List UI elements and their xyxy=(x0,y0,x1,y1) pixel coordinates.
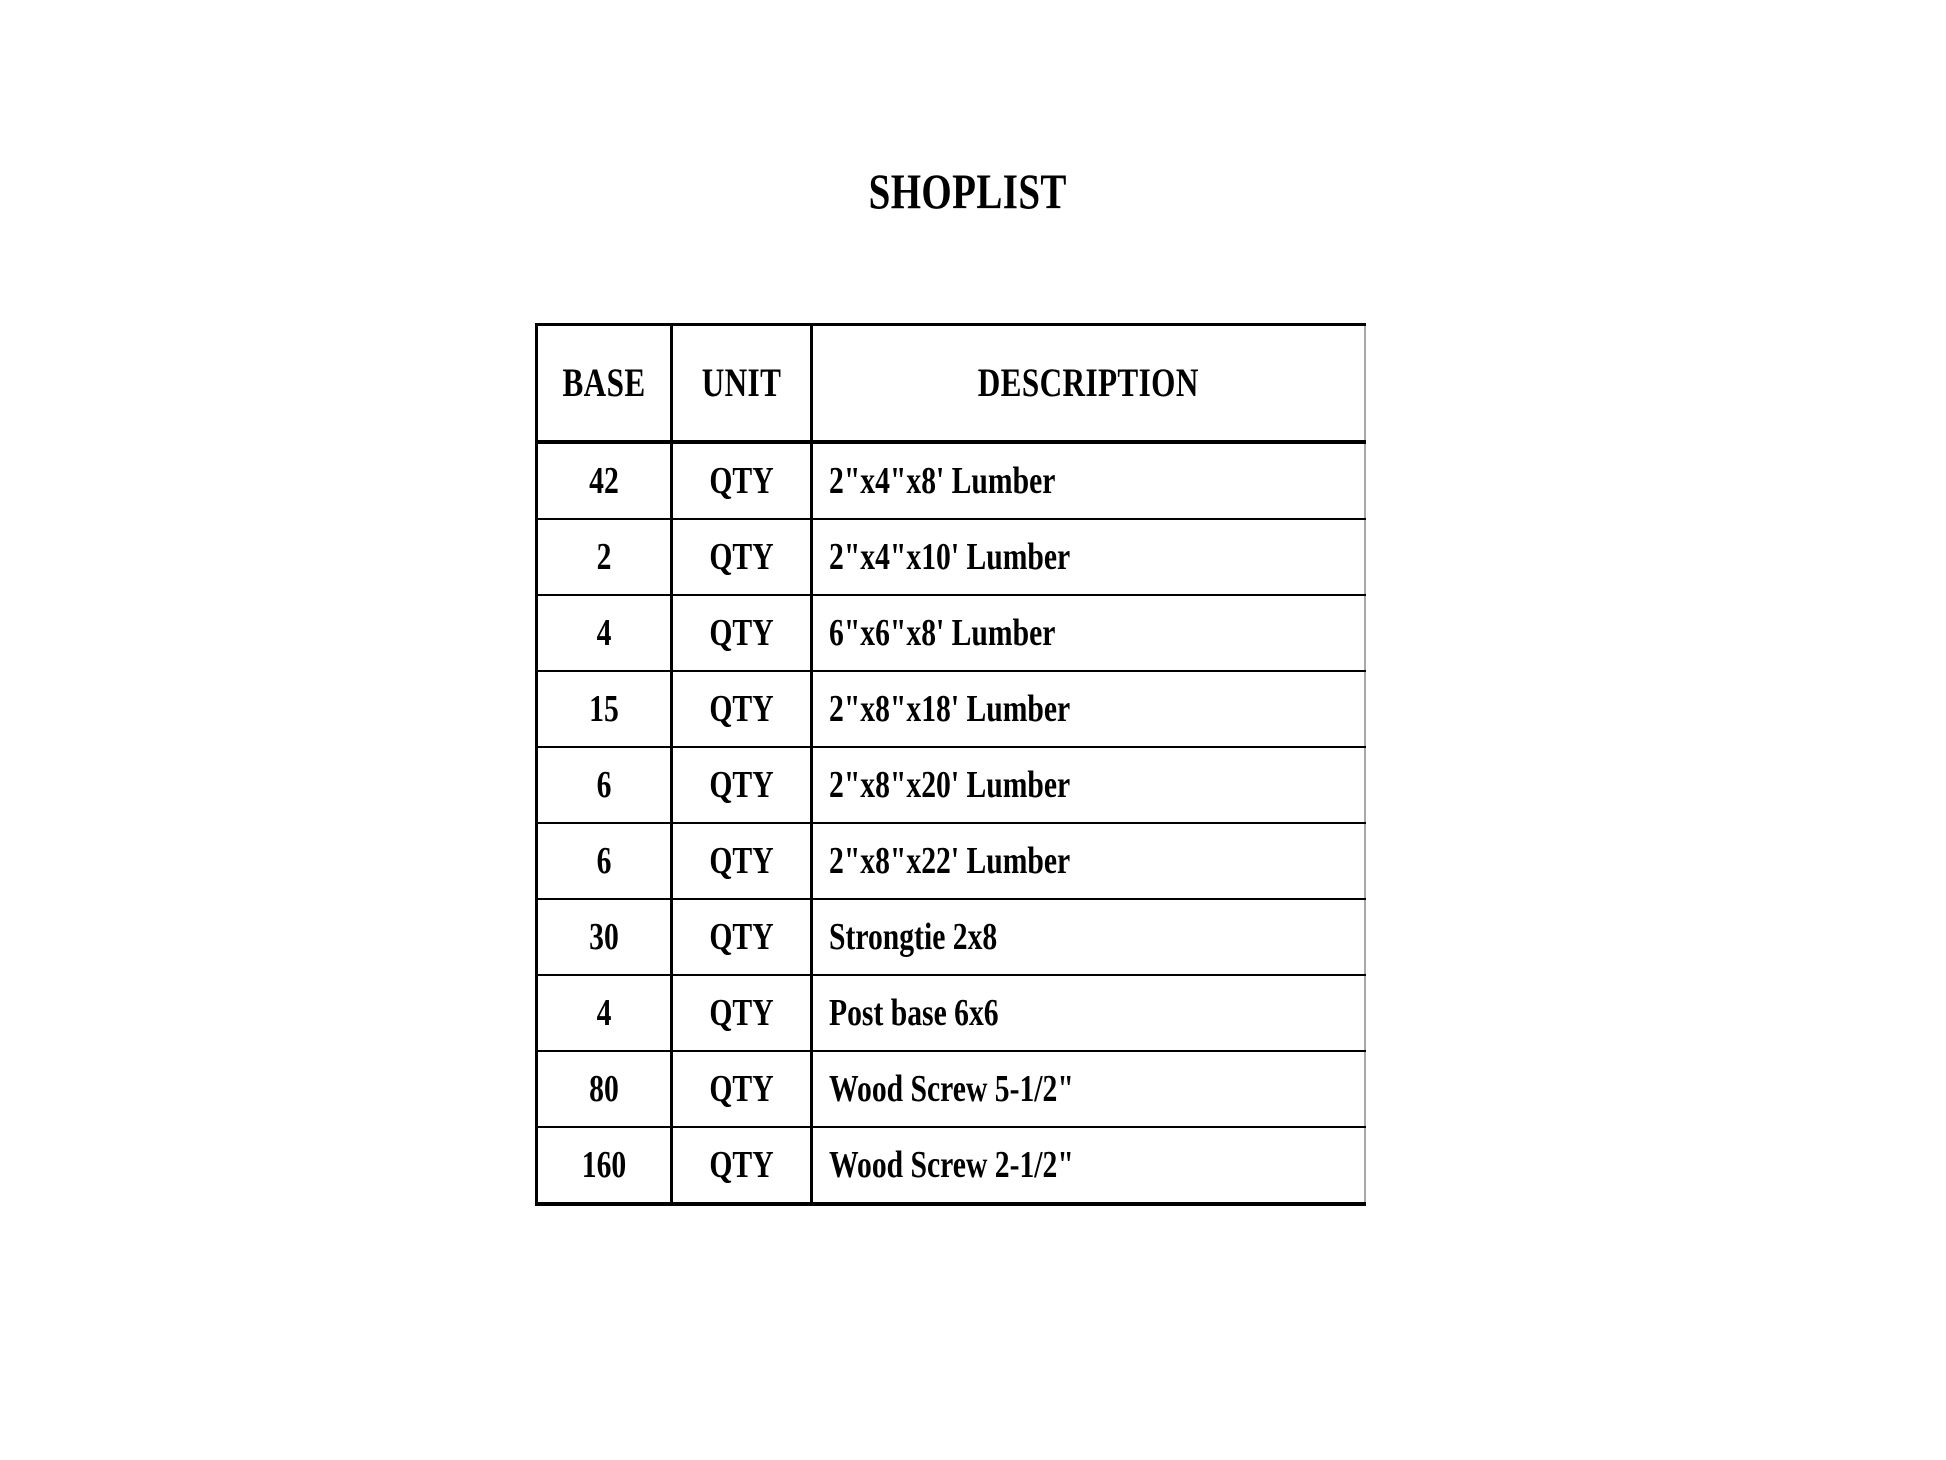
column-header-unit-label: UNIT xyxy=(701,360,782,405)
cell-description: 2"x4"x8' Lumber xyxy=(810,441,1366,520)
cell-unit: QTY xyxy=(670,974,813,1052)
cell-base: 6 xyxy=(535,822,673,900)
cell-description: 2"x8"x22' Lumber xyxy=(810,822,1366,900)
cell-base-value: 4 xyxy=(596,992,612,1034)
cell-base: 30 xyxy=(535,898,673,976)
column-header-description: DESCRIPTION xyxy=(810,323,1366,444)
cell-base: 4 xyxy=(535,974,673,1052)
cell-description: Wood Screw 2-1/2" xyxy=(810,1126,1366,1206)
cell-base-value: 2 xyxy=(596,536,612,578)
cell-unit: QTY xyxy=(670,670,813,748)
cell-unit: QTY xyxy=(670,518,813,596)
table-row: 80 QTY Wood Screw 5-1/2" xyxy=(535,1050,1366,1128)
column-header-unit: UNIT xyxy=(670,323,813,444)
cell-description-value: Wood Screw 5-1/2" xyxy=(829,1068,1074,1110)
cell-unit-value: QTY xyxy=(709,1144,774,1186)
cell-description-value: 2"x4"x10' Lumber xyxy=(829,536,1071,578)
column-header-description-label: DESCRIPTION xyxy=(977,360,1199,405)
cell-unit-value: QTY xyxy=(709,764,774,806)
cell-unit-value: QTY xyxy=(709,916,774,958)
cell-unit: QTY xyxy=(670,746,813,824)
cell-description: 6"x6"x8' Lumber xyxy=(810,594,1366,672)
table-row: 30 QTY Strongtie 2x8 xyxy=(535,898,1366,976)
cell-base-value: 6 xyxy=(596,840,612,882)
cell-unit: QTY xyxy=(670,594,813,672)
cell-description-value: Post base 6x6 xyxy=(829,992,999,1034)
cell-base-value: 80 xyxy=(589,1068,619,1110)
cell-unit-value: QTY xyxy=(709,612,774,654)
cell-description: 2"x8"x20' Lumber xyxy=(810,746,1366,824)
cell-base: 42 xyxy=(535,441,673,520)
cell-description: Post base 6x6 xyxy=(810,974,1366,1052)
page-title: SHOPLIST xyxy=(868,163,1067,219)
table-body: 42 QTY 2"x4"x8' Lumber 2 QTY 2"x4"x10' L… xyxy=(535,441,1366,1206)
cell-base: 2 xyxy=(535,518,673,596)
cell-unit: QTY xyxy=(670,898,813,976)
table-row: 15 QTY 2"x8"x18' Lumber xyxy=(535,670,1366,748)
cell-base-value: 30 xyxy=(589,916,619,958)
cell-unit: QTY xyxy=(670,1126,813,1206)
cell-description: Wood Screw 5-1/2" xyxy=(810,1050,1366,1128)
cell-description-value: 2"x8"x20' Lumber xyxy=(829,764,1071,806)
table-row: 2 QTY 2"x4"x10' Lumber xyxy=(535,518,1366,596)
cell-unit-value: QTY xyxy=(709,688,774,730)
cell-base: 15 xyxy=(535,670,673,748)
table-row: 6 QTY 2"x8"x20' Lumber xyxy=(535,746,1366,824)
cell-unit-value: QTY xyxy=(709,536,774,578)
cell-base: 6 xyxy=(535,746,673,824)
cell-description-value: 2"x8"x18' Lumber xyxy=(829,688,1071,730)
cell-description: 2"x8"x18' Lumber xyxy=(810,670,1366,748)
cell-base: 80 xyxy=(535,1050,673,1128)
cell-base-value: 42 xyxy=(589,460,619,502)
cell-unit-value: QTY xyxy=(709,1068,774,1110)
cell-base: 160 xyxy=(535,1126,673,1206)
table-row: 4 QTY Post base 6x6 xyxy=(535,974,1366,1052)
cell-base-value: 4 xyxy=(596,612,612,654)
cell-base: 4 xyxy=(535,594,673,672)
cell-unit-value: QTY xyxy=(709,840,774,882)
cell-description-value: 2"x4"x8' Lumber xyxy=(829,460,1056,502)
cell-description-value: 2"x8"x22' Lumber xyxy=(829,840,1071,882)
shoplist-table: BASE UNIT DESCRIPTION 42 QTY 2"x4"x8' Lu… xyxy=(535,323,1366,1206)
cell-unit-value: QTY xyxy=(709,992,774,1034)
cell-base-value: 160 xyxy=(581,1144,627,1186)
cell-base-value: 6 xyxy=(596,764,612,806)
cell-unit: QTY xyxy=(670,1050,813,1128)
cell-description-value: 6"x6"x8' Lumber xyxy=(829,612,1056,654)
table-row: 42 QTY 2"x4"x8' Lumber xyxy=(535,441,1366,520)
cell-description: 2"x4"x10' Lumber xyxy=(810,518,1366,596)
table-row: 4 QTY 6"x6"x8' Lumber xyxy=(535,594,1366,672)
table-header: BASE UNIT DESCRIPTION xyxy=(535,323,1366,444)
cell-base-value: 15 xyxy=(589,688,619,730)
column-header-base-label: BASE xyxy=(562,360,646,405)
cell-description-value: Wood Screw 2-1/2" xyxy=(829,1144,1074,1186)
cell-unit: QTY xyxy=(670,441,813,520)
table-header-row: BASE UNIT DESCRIPTION xyxy=(535,323,1366,444)
cell-description-value: Strongtie 2x8 xyxy=(829,916,998,958)
table-row: 160 QTY Wood Screw 2-1/2" xyxy=(535,1126,1366,1206)
cell-description: Strongtie 2x8 xyxy=(810,898,1366,976)
cell-unit: QTY xyxy=(670,822,813,900)
column-header-base: BASE xyxy=(535,323,673,444)
table-row: 6 QTY 2"x8"x22' Lumber xyxy=(535,822,1366,900)
cell-unit-value: QTY xyxy=(709,460,774,502)
